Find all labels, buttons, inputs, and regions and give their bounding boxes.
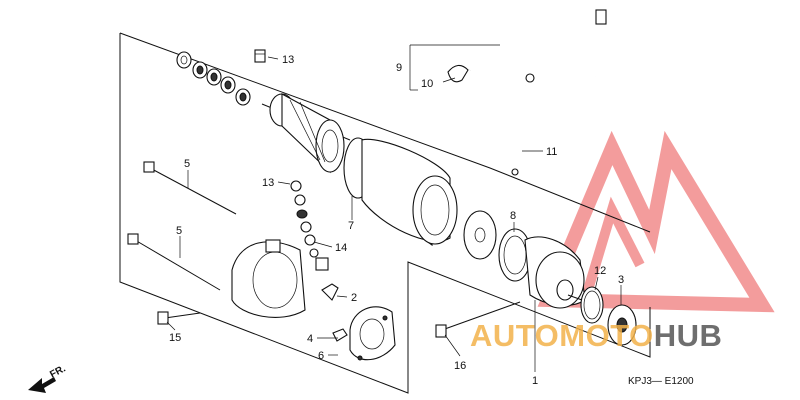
callout-5b: 5 <box>176 225 182 237</box>
callout-14: 14 <box>335 242 347 254</box>
rear-cover <box>231 239 329 318</box>
brush-holder <box>349 306 396 361</box>
leader-lines <box>166 56 622 372</box>
watermark-logo <box>537 130 775 313</box>
assembly-boundary <box>119 33 651 394</box>
sprocket <box>607 304 637 346</box>
callout-5a: 5 <box>184 158 190 170</box>
watermark-text: AUTOMOTOHUB <box>470 318 722 353</box>
callout-16: 16 <box>454 360 466 372</box>
callout-6: 6 <box>318 350 324 362</box>
bolt-medium <box>435 301 521 338</box>
callout-10: 10 <box>421 78 433 90</box>
callout-9: 9 <box>396 62 402 74</box>
nut-top <box>254 49 266 63</box>
diagram-code: KPJ3— E1200 <box>628 376 694 387</box>
cable-assembly <box>409 9 607 176</box>
callout-4: 4 <box>307 333 313 345</box>
brush-terminal <box>321 283 348 342</box>
callouts: 1 2 3 4 5 5 6 7 8 9 10 11 12 13 13 14 15… <box>169 54 624 387</box>
o-ring-small <box>580 286 604 324</box>
long-bolts <box>127 161 237 291</box>
callout-12: 12 <box>594 265 606 277</box>
callout-11: 11 <box>546 146 557 158</box>
washer-column <box>290 180 319 258</box>
callout-3: 3 <box>618 274 624 286</box>
watermark-part1: AUTOMOTO <box>470 318 654 353</box>
o-ring <box>463 210 532 282</box>
motor-case <box>343 137 458 247</box>
callout-15: 15 <box>169 332 181 344</box>
callout-1: 1 <box>532 375 538 387</box>
armature <box>261 93 351 174</box>
callout-13b: 13 <box>262 177 274 189</box>
watermark-part2: HUB <box>654 318 723 353</box>
callout-13a: 13 <box>282 54 294 66</box>
callout-7: 7 <box>348 220 354 232</box>
callout-2: 2 <box>351 292 357 304</box>
front-cover <box>524 236 586 309</box>
direction-label: FR. <box>48 363 68 380</box>
bolt-small <box>157 311 201 325</box>
callout-8: 8 <box>510 210 516 222</box>
washer-stack <box>176 51 251 106</box>
front-direction-arrow: FR. <box>28 363 68 393</box>
